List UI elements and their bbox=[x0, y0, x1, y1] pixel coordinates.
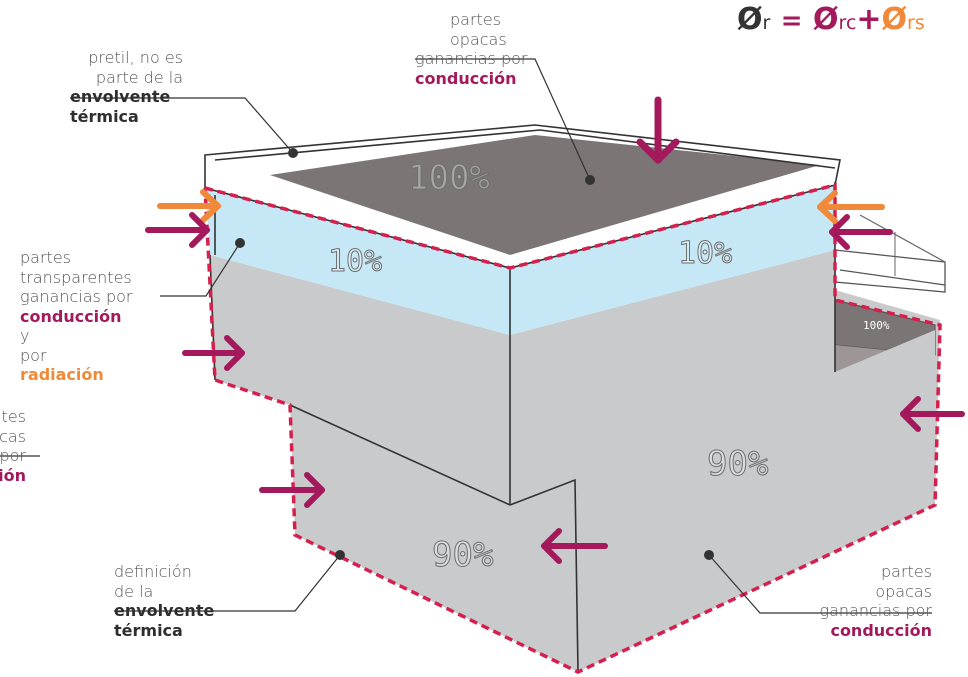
leader-dots bbox=[235, 148, 714, 560]
roof-opaque-line2: opacas bbox=[450, 29, 507, 49]
glass-right-percentage: 10% bbox=[677, 236, 733, 272]
transparent-por: por bbox=[20, 345, 47, 365]
transparent-and: y bbox=[20, 326, 30, 345]
formula-plus: + bbox=[856, 2, 882, 37]
formula-term-conduction: Ø bbox=[813, 2, 839, 37]
cutoff-line4: ión bbox=[0, 465, 26, 485]
roof-surface bbox=[270, 135, 820, 255]
gain-arrows bbox=[145, 96, 965, 564]
right-wall-percentage: 90% bbox=[706, 444, 769, 485]
transparent-conduction: conducción bbox=[20, 306, 122, 326]
transparent-parts-label: partes transparentes ganancias por condu… bbox=[20, 248, 132, 385]
parapet-label-line3: envolvente bbox=[70, 87, 171, 106]
cutoff-line2: cas bbox=[0, 426, 26, 446]
parapet-label-line4: térmica bbox=[70, 106, 139, 126]
parapet-label-line2: parte de la bbox=[95, 67, 183, 87]
wall-opaque-label: partes opacas ganancias por conducción bbox=[780, 562, 932, 640]
roof-opaque-line1: partes bbox=[450, 10, 501, 29]
formula-term-conduction-sub: rc bbox=[838, 12, 857, 34]
formula-lhs: Ø bbox=[737, 2, 763, 37]
transparent-line3: ganancias por bbox=[20, 287, 133, 306]
envelope-line2: de la bbox=[114, 581, 154, 601]
thermal-envelope-line bbox=[203, 182, 942, 674]
lower-wall-front bbox=[290, 405, 578, 672]
envelope-definition-label: definición de la envolvente térmica bbox=[114, 562, 214, 640]
upper-left-wall bbox=[210, 255, 510, 505]
wall-opaque-line4: conducción bbox=[830, 620, 932, 640]
leader-lines bbox=[0, 58, 932, 614]
glass-band bbox=[205, 182, 835, 335]
formula-term-radiation: Ø bbox=[881, 2, 908, 37]
wall-opaque-line3: ganancias por bbox=[819, 601, 932, 620]
cutoff-line1: tes bbox=[1, 407, 26, 426]
wall-opaque-line2: opacas bbox=[875, 581, 932, 601]
roof-percentage: 100% bbox=[408, 158, 491, 199]
envelope-line1: definición bbox=[114, 562, 192, 581]
transparent-radiation: radiación bbox=[20, 365, 104, 384]
roof-opaque-label: partes opacas ganancias por conducción bbox=[415, 10, 527, 88]
parapet-label: pretil, no es parte de la envolvente tér… bbox=[50, 48, 183, 126]
parapet-label-line1: pretil, no es bbox=[88, 48, 183, 67]
formula-lhs-sub: r bbox=[762, 12, 771, 34]
formula-term-radiation-sub: rs bbox=[907, 12, 925, 34]
roof-opaque-line4: conducción bbox=[415, 68, 517, 88]
front-wall-percentage: 90% bbox=[431, 535, 494, 576]
formula-equals: = bbox=[780, 6, 803, 36]
glass-left-percentage: 10% bbox=[327, 244, 383, 280]
heat-gain-formula: Ør = Ørc+Ørs bbox=[737, 2, 925, 37]
right-wall bbox=[510, 250, 935, 672]
cutoff-opaque-label: tes cas por ión bbox=[0, 407, 26, 485]
envelope-line4: térmica bbox=[114, 620, 183, 640]
transparent-line1: partes bbox=[20, 248, 71, 267]
transparent-line2: transparentes bbox=[20, 267, 132, 287]
envelope-line3: envolvente bbox=[114, 601, 215, 620]
wall-opaque-line1: partes bbox=[881, 562, 932, 581]
cutoff-line3: por bbox=[0, 446, 26, 465]
roof-opaque-line3: ganancias por bbox=[415, 49, 528, 68]
annex-roof-percentage: 100% bbox=[863, 319, 890, 332]
